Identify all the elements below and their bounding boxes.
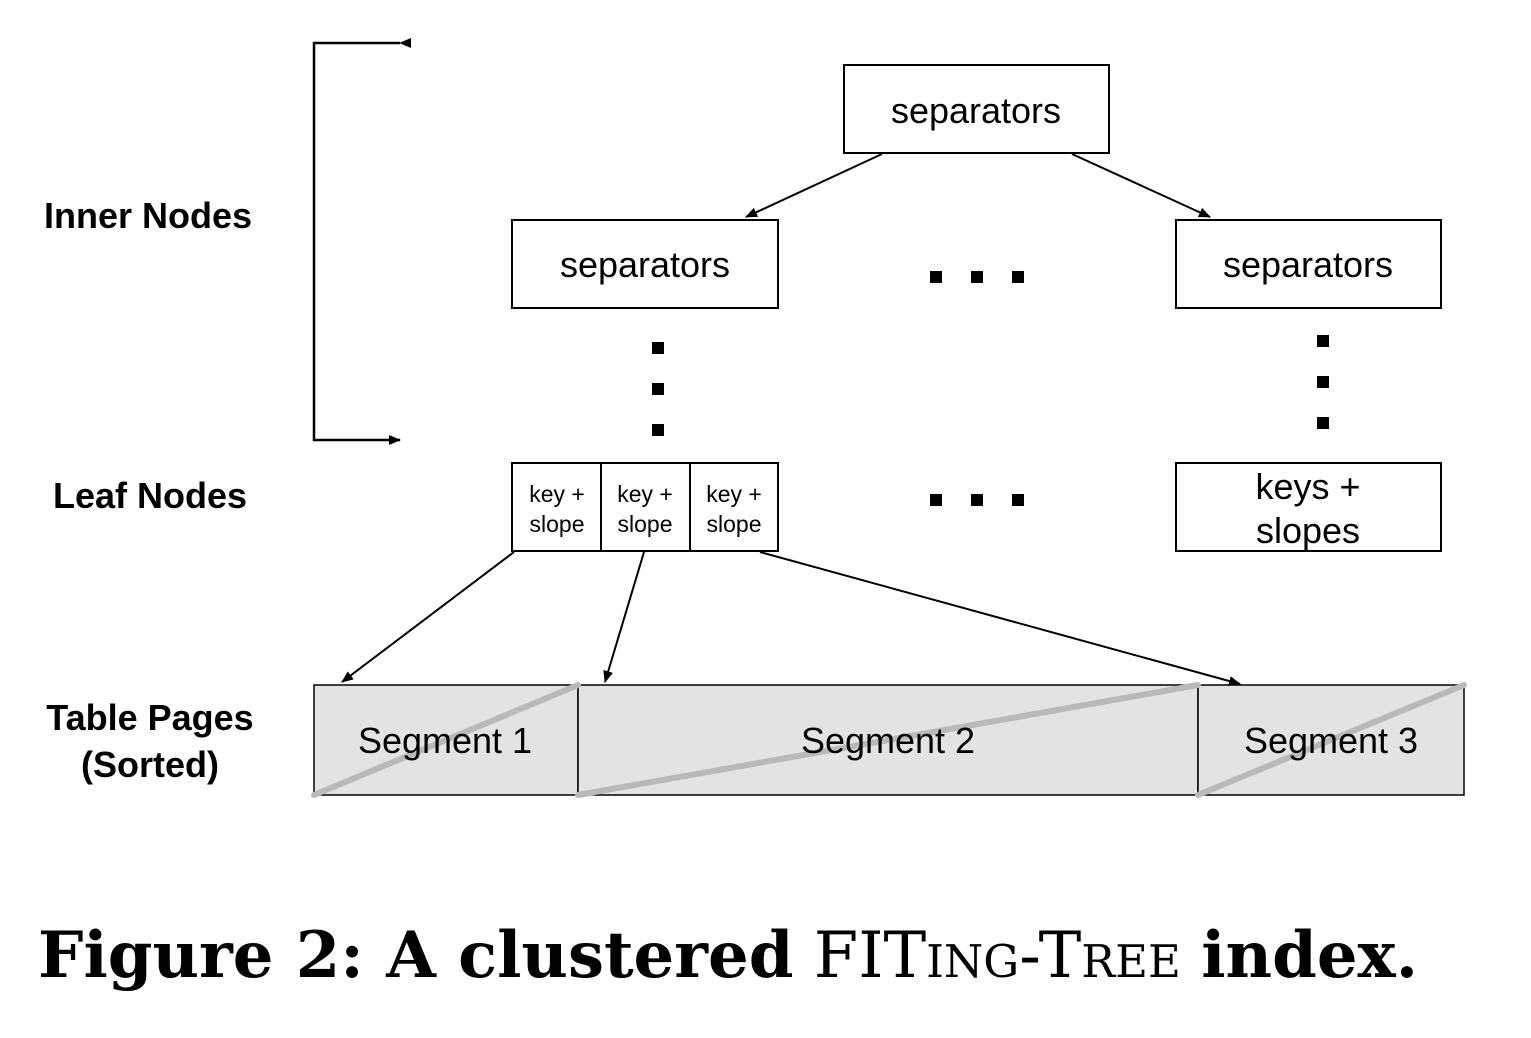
segment-1-label: Segment 1 [358, 720, 532, 761]
row-label-table-pages: Table Pages [46, 697, 253, 738]
segment-2-fit-line [575, 682, 1201, 798]
caption-prefix: Figure 2: A clustered [38, 918, 794, 993]
arrow-root-to-right [1071, 153, 1211, 218]
leaf-cell-1-line1: key + [529, 481, 585, 507]
arrow-root-to-left [745, 153, 883, 218]
table-pages: Segment 1 Segment 2 Segment 3 [311, 682, 1467, 798]
caption-name: FITing-Tree [813, 919, 1181, 993]
leaf-cell-2-line2: slope [618, 511, 673, 537]
inner-nodes-bracket [312, 38, 411, 445]
segment-3-fit-line [1195, 682, 1467, 798]
ellipsis-left-vertical [652, 342, 664, 436]
arrow-leaf-to-segment-3 [759, 551, 1241, 686]
inner-node-left-label: separators [560, 244, 730, 285]
row-label-inner-nodes: Inner Nodes [44, 195, 252, 236]
segment-3-label: Segment 3 [1244, 720, 1418, 761]
leaf-cell-3-line2: slope [707, 511, 762, 537]
segment-2-label: Segment 2 [801, 720, 975, 761]
fiting-tree-diagram: Inner Nodes Leaf Nodes Table Pages (Sort… [44, 38, 1467, 798]
figure-caption: Figure 2: A clustered FITing-Tree index. [38, 918, 1518, 995]
row-label-leaf-nodes: Leaf Nodes [53, 475, 247, 516]
leaf-cell-2-line1: key + [617, 481, 673, 507]
leaf-node-right-line2: slopes [1256, 510, 1360, 551]
caption-suffix: index. [1201, 918, 1418, 993]
leaf-node-left: key + slope key + slope key + slope [511, 462, 779, 552]
root-node-label: separators [891, 90, 1061, 131]
ellipsis-inner-horizontal [930, 271, 1024, 283]
segment-1-fit-line [311, 682, 581, 798]
root-node: separators [843, 64, 1110, 154]
inner-node-right: separators [1175, 219, 1442, 309]
leaf-cell-3-line1: key + [706, 481, 762, 507]
ellipsis-leaf-horizontal [930, 494, 1024, 506]
inner-node-right-label: separators [1223, 244, 1393, 285]
arrow-leaf-to-segment-2 [603, 551, 645, 683]
leaf-node-right-line1: keys + [1255, 466, 1360, 507]
row-label-sorted: (Sorted) [81, 744, 219, 785]
arrow-leaf-to-segment-1 [341, 551, 515, 683]
inner-node-left: separators [511, 219, 779, 309]
ellipsis-right-vertical [1317, 335, 1329, 429]
leaf-node-right: keys + slopes [1175, 462, 1442, 552]
leaf-cell-1-line2: slope [530, 511, 585, 537]
